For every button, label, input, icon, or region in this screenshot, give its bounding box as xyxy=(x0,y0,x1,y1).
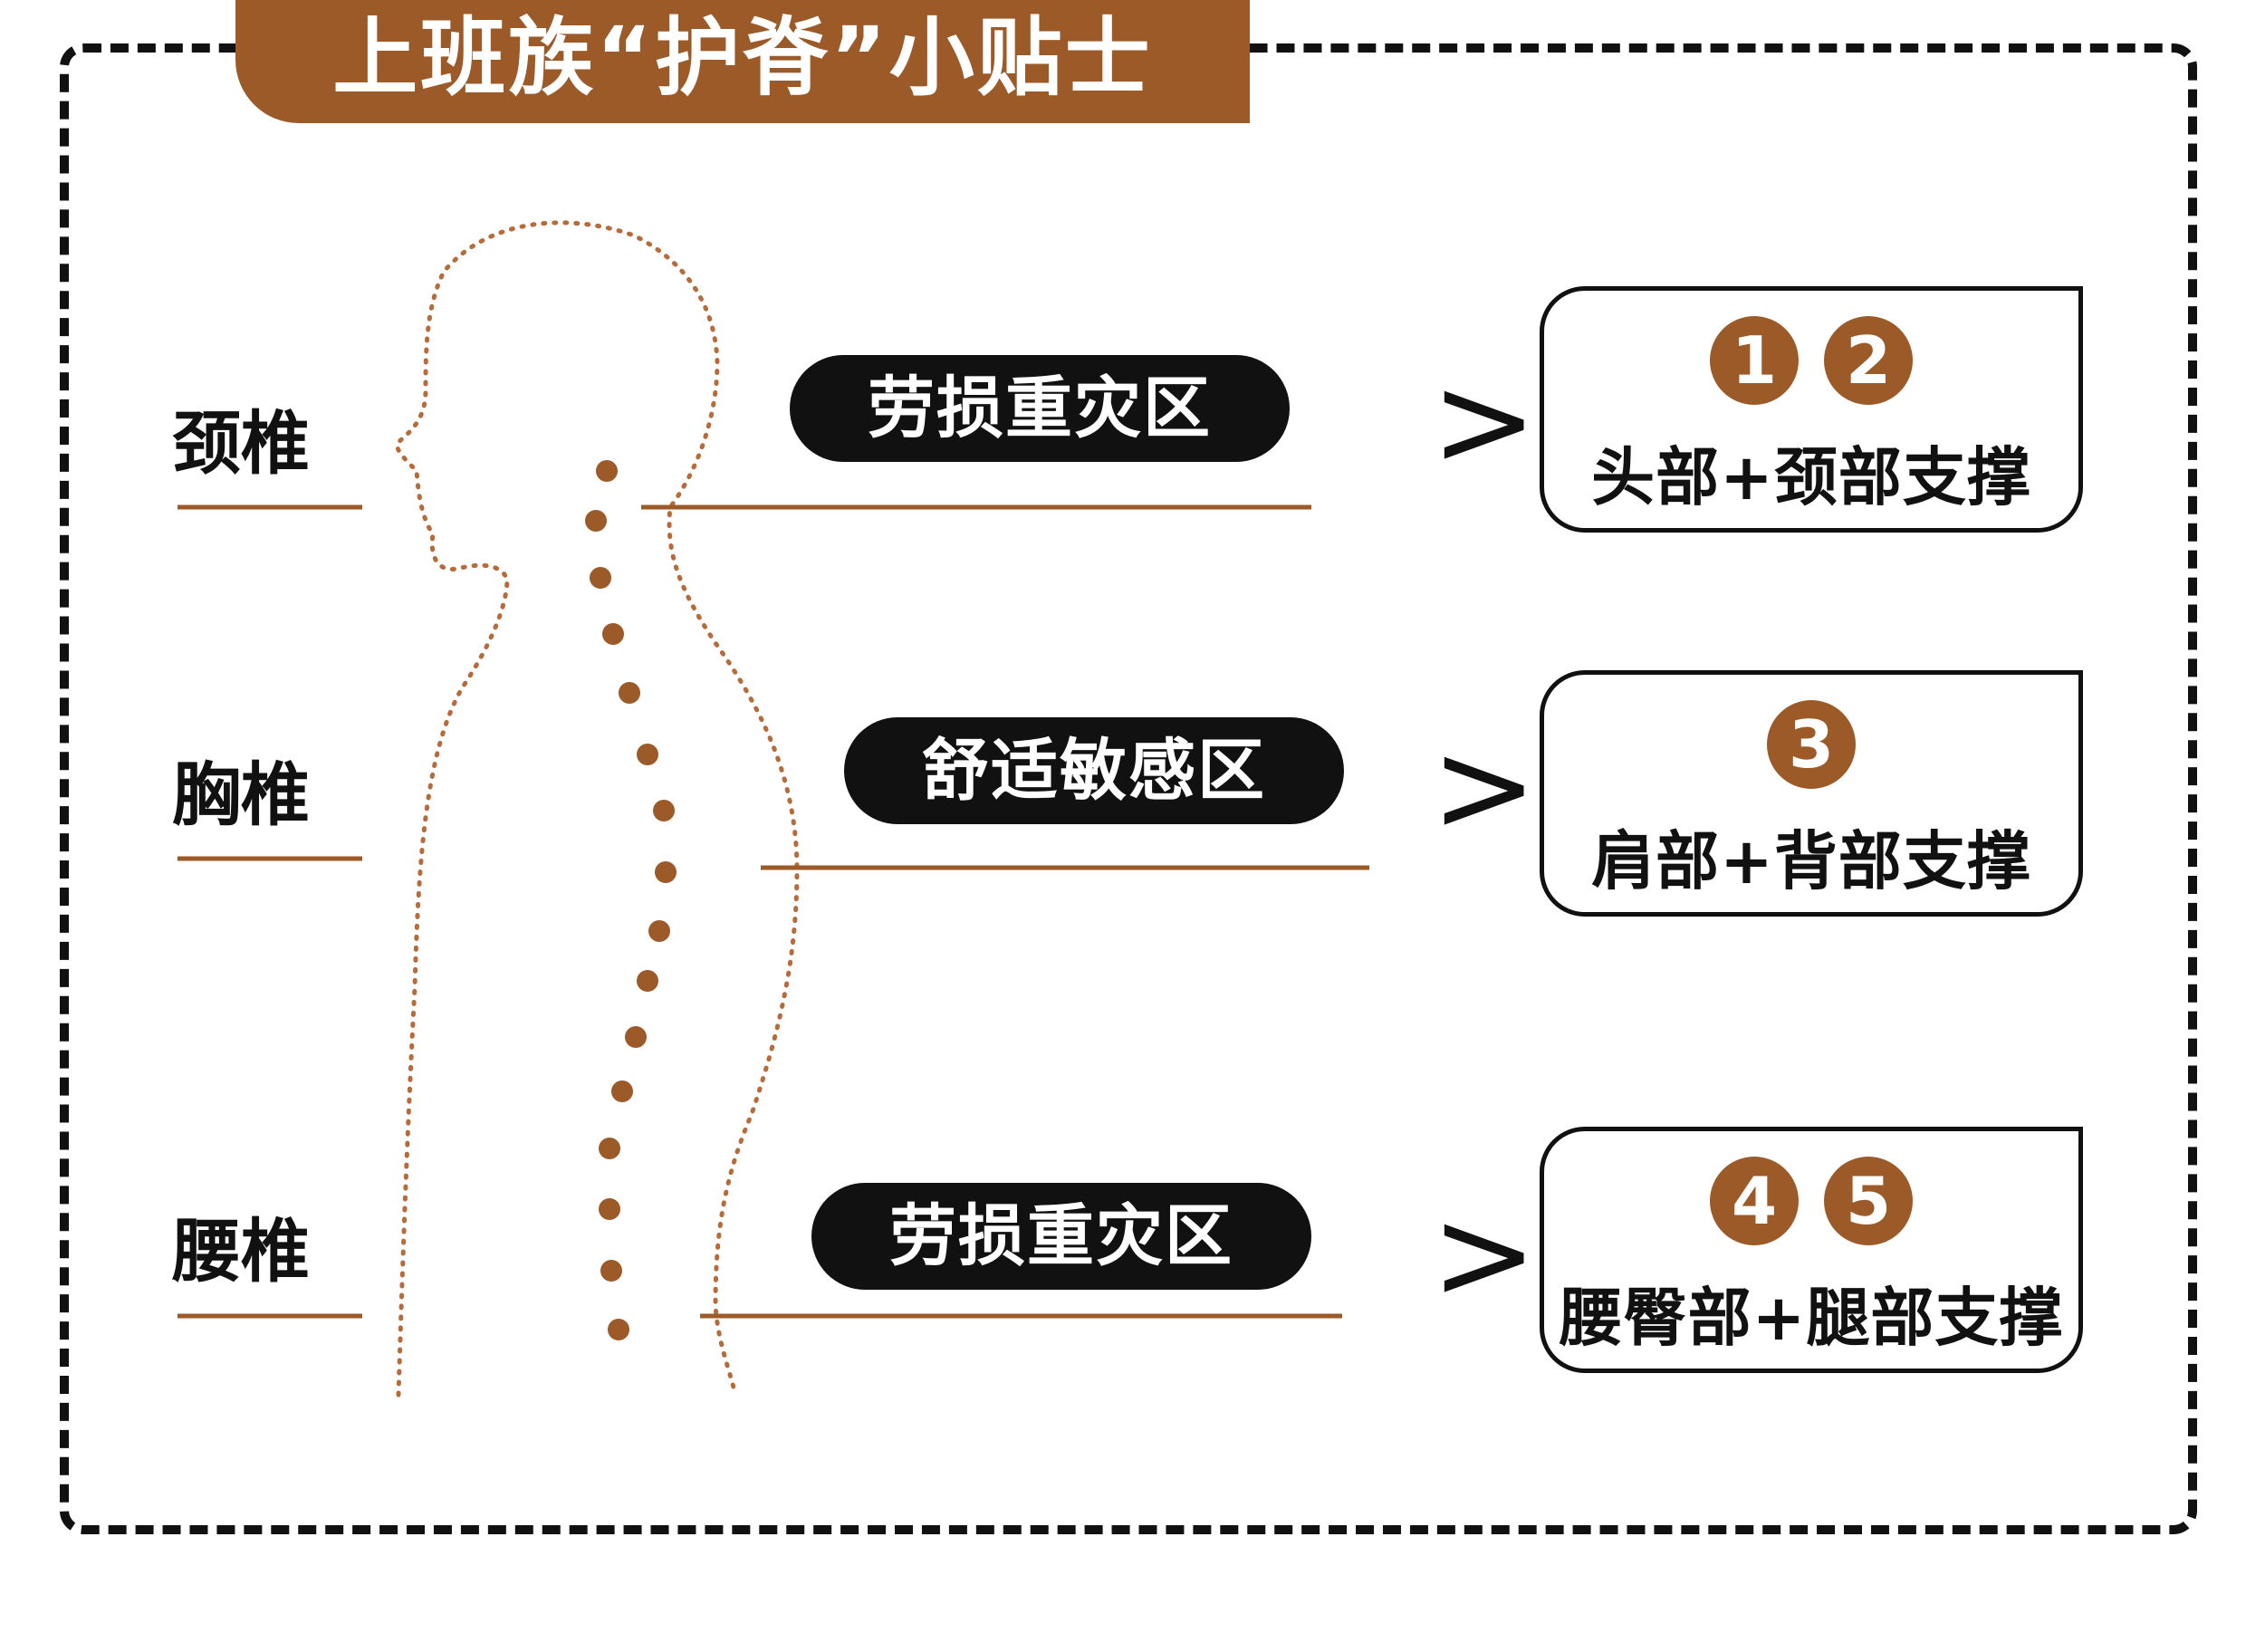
vertebra-dot xyxy=(600,1260,622,1282)
vertebra-dot xyxy=(648,920,670,942)
vertebra-dot xyxy=(590,567,611,589)
vertebra-dot xyxy=(585,510,607,532)
number-badge: 3 xyxy=(1767,700,1856,789)
vertebra-dot xyxy=(625,1026,647,1048)
support-text: 头部+颈部支撑 xyxy=(1591,440,2031,514)
vertebra-dot xyxy=(655,861,677,883)
region-label-thoracic: 胸椎 xyxy=(172,754,310,835)
zone-pill-lumbar: 劳损重灾区 xyxy=(811,1183,1311,1290)
number-badge: 4 xyxy=(1710,1157,1799,1245)
vertebra-dot xyxy=(599,1138,620,1159)
badge-group: 3 xyxy=(1544,700,2078,789)
vertebra-dot xyxy=(653,800,675,821)
support-text: 肩部+背部支撑 xyxy=(1591,824,2031,898)
support-box-shoulder-back: 3 肩部+背部支撑 xyxy=(1540,670,2083,917)
vertebra-dot xyxy=(611,1081,633,1102)
region-label-cervical: 颈椎 xyxy=(172,403,310,484)
support-text: 腰臀部+腿部支撑 xyxy=(1559,1281,2064,1355)
vertebra-dot xyxy=(637,970,658,992)
arrow-right-icon: > xyxy=(1431,348,1538,495)
zone-pill-thoracic: 舒适敏感区 xyxy=(844,717,1344,824)
vertebra-dot xyxy=(637,744,658,765)
vertebra-dot xyxy=(602,623,624,645)
number-badge: 2 xyxy=(1824,316,1913,405)
spine-dots-icon xyxy=(585,460,677,1340)
vertebra-dot xyxy=(608,1319,629,1340)
vertebra-dot xyxy=(596,460,618,482)
arrow-right-icon: > xyxy=(1431,714,1538,861)
page-title: 上班族“护脊”小贴士 xyxy=(235,0,1250,123)
vertebra-dot xyxy=(619,682,640,704)
arrow-right-icon: > xyxy=(1431,1181,1538,1329)
region-label-lumbar: 腰椎 xyxy=(172,1211,310,1292)
vertebra-dot xyxy=(599,1198,620,1220)
zone-pill-cervical: 劳损重灾区 xyxy=(790,355,1290,462)
human-silhouette-icon xyxy=(395,220,800,1397)
number-badge: 5 xyxy=(1824,1157,1913,1245)
number-badge: 1 xyxy=(1710,316,1799,405)
